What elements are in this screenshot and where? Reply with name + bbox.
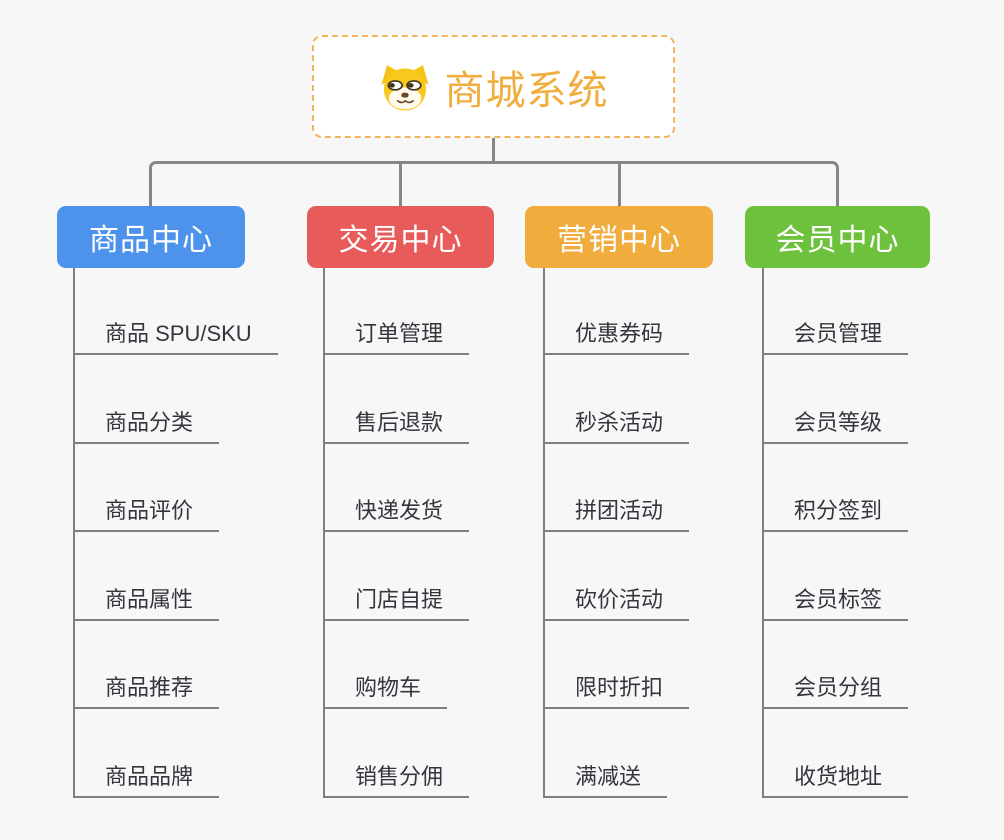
leaf-node[interactable]: 快递发货 [325, 492, 470, 532]
connector-drop-trade [399, 163, 402, 206]
leaf-node[interactable]: 限时折扣 [545, 669, 690, 709]
branch-node-marketing-center[interactable]: 营销中心 [525, 206, 713, 268]
leaf-node[interactable]: 商品评价 [75, 492, 220, 532]
leaf-node[interactable]: 砍价活动 [545, 581, 690, 621]
leaf-node[interactable]: 购物车 [325, 669, 448, 709]
connector-root-stub [492, 138, 495, 164]
branch-children-member-center: 会员管理 会员等级 积分签到 会员标签 会员分组 收货地址 [762, 268, 909, 798]
leaf-node[interactable]: 商品分类 [75, 404, 220, 444]
leaf-node[interactable]: 商品 SPU/SKU [75, 315, 278, 355]
leaf-node[interactable]: 门店自提 [325, 581, 470, 621]
leaf-node[interactable]: 商品属性 [75, 581, 220, 621]
dog-face-icon [380, 64, 429, 111]
leaf-node[interactable]: 秒杀活动 [545, 404, 690, 444]
leaf-node[interactable]: 销售分佣 [325, 758, 470, 798]
leaf-node[interactable]: 售后退款 [325, 404, 470, 444]
leaf-node[interactable]: 会员分组 [764, 669, 909, 709]
leaf-node[interactable]: 积分签到 [764, 492, 909, 532]
connector-elbow-right [494, 161, 839, 207]
branch-node-trade-center[interactable]: 交易中心 [307, 206, 494, 268]
connector-drop-marketing [618, 163, 621, 206]
leaf-node[interactable]: 订单管理 [325, 315, 470, 355]
root-title: 商城系统 [444, 68, 609, 113]
branch-node-product-center[interactable]: 商品中心 [57, 206, 245, 268]
leaf-node[interactable]: 会员等级 [764, 404, 909, 444]
branch-children-product-center: 商品 SPU/SKU 商品分类 商品评价 商品属性 商品推荐 商品品牌 [73, 268, 278, 798]
leaf-node[interactable]: 商品推荐 [75, 669, 220, 709]
branch-children-trade-center: 订单管理 售后退款 快递发货 门店自提 购物车 销售分佣 [323, 268, 470, 798]
leaf-node[interactable]: 会员管理 [764, 315, 909, 355]
branch-children-marketing-center: 优惠券码 秒杀活动 拼团活动 砍价活动 限时折扣 满减送 [543, 268, 690, 798]
leaf-node[interactable]: 收货地址 [764, 758, 909, 798]
leaf-node[interactable]: 优惠券码 [545, 315, 690, 355]
leaf-node[interactable]: 拼团活动 [545, 492, 690, 532]
connector-elbow-left [149, 161, 494, 207]
branch-node-member-center[interactable]: 会员中心 [745, 206, 930, 268]
leaf-node[interactable]: 商品品牌 [75, 758, 220, 798]
leaf-node[interactable]: 会员标签 [764, 581, 909, 621]
root-node-mall-system[interactable]: 商城系统 [312, 35, 675, 138]
leaf-node[interactable]: 满减送 [545, 758, 668, 798]
